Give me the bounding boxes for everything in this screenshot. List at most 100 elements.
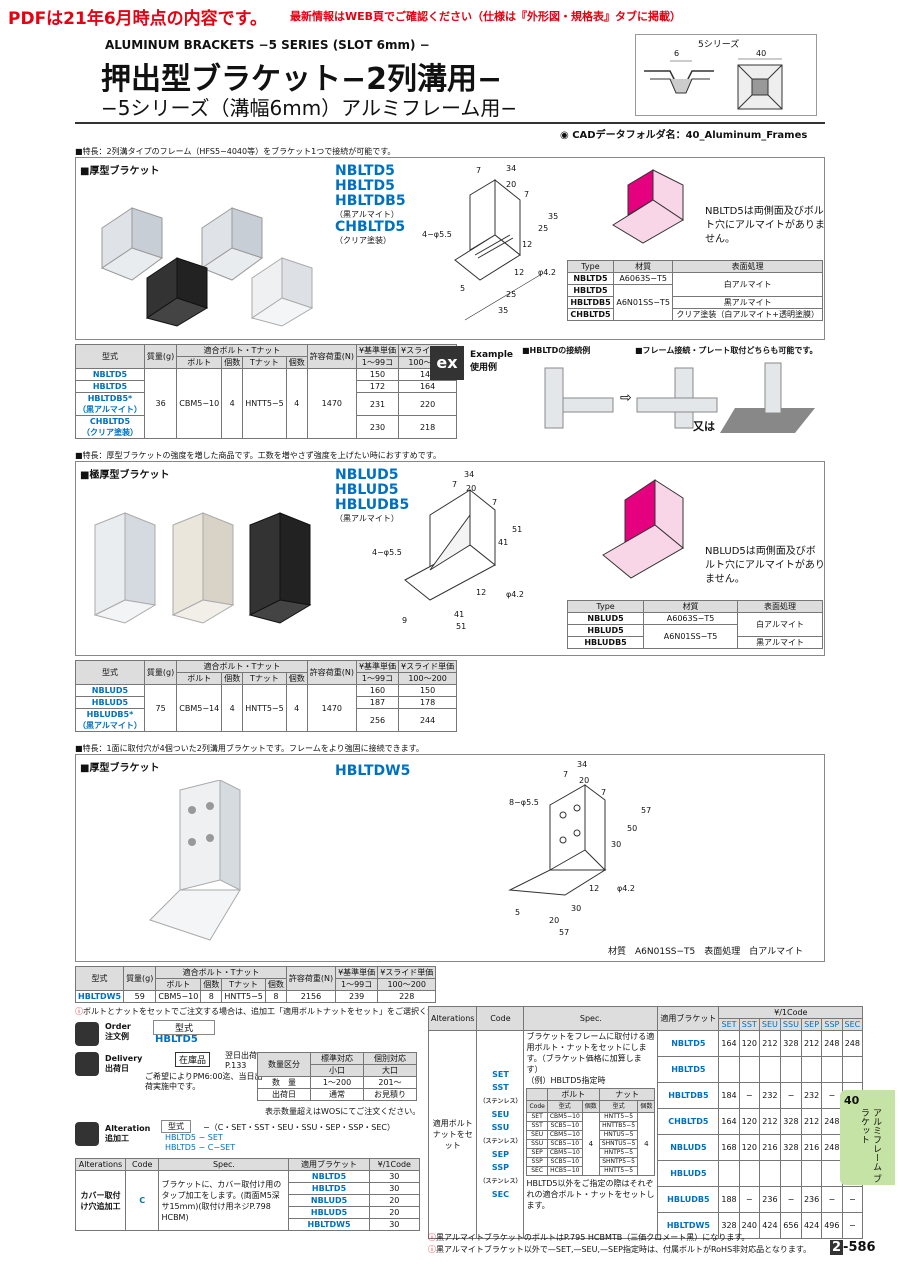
mat-surface: クリア塗装（白アルマイト+透明塗膜） [672,308,823,321]
alteration-icon [75,1122,99,1146]
th: 型式 [546,1100,583,1113]
th: ¥基準単価 [355,660,400,673]
price-cell: 187 [355,696,400,709]
mat-h: 材質 [612,260,674,273]
name-hbltdw5: HBLTDW5 [335,763,411,779]
rt-bracket: HBLTDB5 [657,1082,720,1109]
footer-note-1-text: 黒アルマイトブラケットのボルトはP.795 HCBMTB（三価クロメート黒）にな… [436,1233,750,1242]
name-chbltd5: CHBLTD5 [335,219,406,235]
s1-product-names: NBLTD5 HBLTD5 HBLTDB5 （黒アルマイト） CHBLTD5 （… [335,164,406,246]
cad-folder: ◉ CADデータフォルダ名：40_Aluminum_Frames [560,126,807,141]
series-label: 5シリーズ [698,40,740,50]
rt-price [779,1160,802,1187]
rt-price: 120 [738,1108,760,1135]
s3-dim: 30 [611,840,622,849]
rt-code: SST [492,1083,509,1092]
price-cell: 160 [355,684,400,697]
rt-price: 248 [821,1108,843,1135]
s3-dim: 20 [579,776,590,785]
th: ボルト [176,672,223,685]
th: 型式 [74,966,125,991]
s1-dim: 4−φ5.5 [422,230,452,239]
s3-dim: 12 [589,884,600,893]
header-en: ALUMINUM BRACKETS −5 SERIES (SLOT 6mm) − [105,38,430,52]
th: ナット [598,1088,656,1101]
load-cell: 1470 [306,684,357,732]
s1-heading: ■厚型ブラケット [80,166,160,177]
s1-price-table: 型式質量(g)適合ボルト・Tナット許容荷重(N)¥基準単価¥スライド単価 ボルト… [75,344,458,439]
price-cell: 164 [398,380,458,393]
s1-drawing [454,178,541,321]
cell: 出荷日 [257,1088,311,1101]
alteration-label-jp: 追加工 [105,1134,129,1143]
rt-price [718,1056,740,1083]
th: 個数 [221,356,244,369]
rt-price: 184 [718,1082,740,1109]
cell: 228 [377,990,437,1003]
alt-price: 30 [368,1170,421,1183]
page-title: 押出型ブラケット−2列溝用− [101,62,503,97]
price-cell: 244 [398,708,458,732]
svg-text:⇨: ⇨ [620,390,632,406]
th: 1〜99コ [335,978,379,991]
type-text: HBLUDB5* [86,710,134,719]
delivery-stock: 在庫品 [175,1052,211,1067]
rt-price: − [779,1186,802,1213]
header: ALUMINUM BRACKETS −5 SERIES (SLOT 6mm) −… [75,30,895,120]
info-icon: ⓘ [428,1233,436,1242]
order-label-jp: 注文例 [105,1032,129,1041]
rt-name: 適用ボルトナットをセット [427,1030,478,1239]
bn-cell: 4 [221,368,244,439]
mat-type: HBLUDB5 [566,636,645,649]
delivery-next-text: 翌日出荷 [225,1051,257,1060]
s2-color-drawing [602,479,684,579]
price-cell: 220 [398,392,458,416]
s2-dim: 34 [464,470,475,479]
th: Tナット [242,672,287,685]
name-chbltd5-note: （クリア塗装） [335,236,391,245]
sub-cell: SSU [526,1139,548,1149]
side-tab-text-1: アルミフレーム [871,1108,881,1171]
footer-note-1: ⓘ黒アルマイトブラケットのボルトはP.795 HCBMTB（三価クロメート黒）に… [428,1232,749,1243]
side-tab[interactable]: 40 アルミフレーム ブラケット [840,1090,895,1185]
rt-price: − [738,1186,760,1213]
rt-price: 424 [800,1212,823,1239]
th: ¥/1Code [368,1158,421,1171]
sub-cell: HNTP5−5 [598,1148,639,1158]
s3-dim: 7 [601,788,607,797]
s3-heading: ■厚型ブラケット [80,763,160,774]
sub-cell: 4 [637,1112,656,1176]
s1-dim: 12 [514,268,525,277]
s1-color-drawing [612,169,684,244]
type-cell: NBLUD5 [75,684,145,697]
rt-price [841,1056,864,1083]
s2-dim: 7 [492,498,498,507]
s1-dim: 34 [506,164,517,173]
sub-cell: HCB5−10 [546,1166,583,1176]
ex-illustrations: ⇨ [544,362,815,433]
page-section: 2 [830,1240,844,1255]
s3-dim: 50 [627,824,638,833]
alt-bracket: NBLTD5 [288,1170,370,1183]
s3-dim: 57 [641,806,652,815]
th: 個数 [285,672,308,685]
name-hbltd5: HBLTD5 [335,178,395,194]
s2-dim: 51 [512,525,523,534]
page-number: 2-586 [830,1240,876,1255]
footer-note-2-text: 黒アルマイトブラケット以外で—SET,—SEU,—SEP指定時は、付属ボルトがR… [436,1245,812,1254]
name-hbltdb5: HBLTDB5 [335,193,406,209]
type-note: （クリア塗装） [81,428,138,437]
rt-price: 496 [821,1212,843,1239]
rt-price: 164 [718,1030,740,1057]
rt-price: 248 [821,1030,843,1057]
rt-price: − [821,1186,843,1213]
th: 適用ブラケット [657,1006,720,1031]
th: 1〜99コ [355,672,400,685]
th: ¥スライド単価 [377,966,437,979]
th: Alterations [75,1158,126,1171]
rt-price: 212 [800,1108,823,1135]
name-nblud5: NBLUD5 [335,467,399,483]
